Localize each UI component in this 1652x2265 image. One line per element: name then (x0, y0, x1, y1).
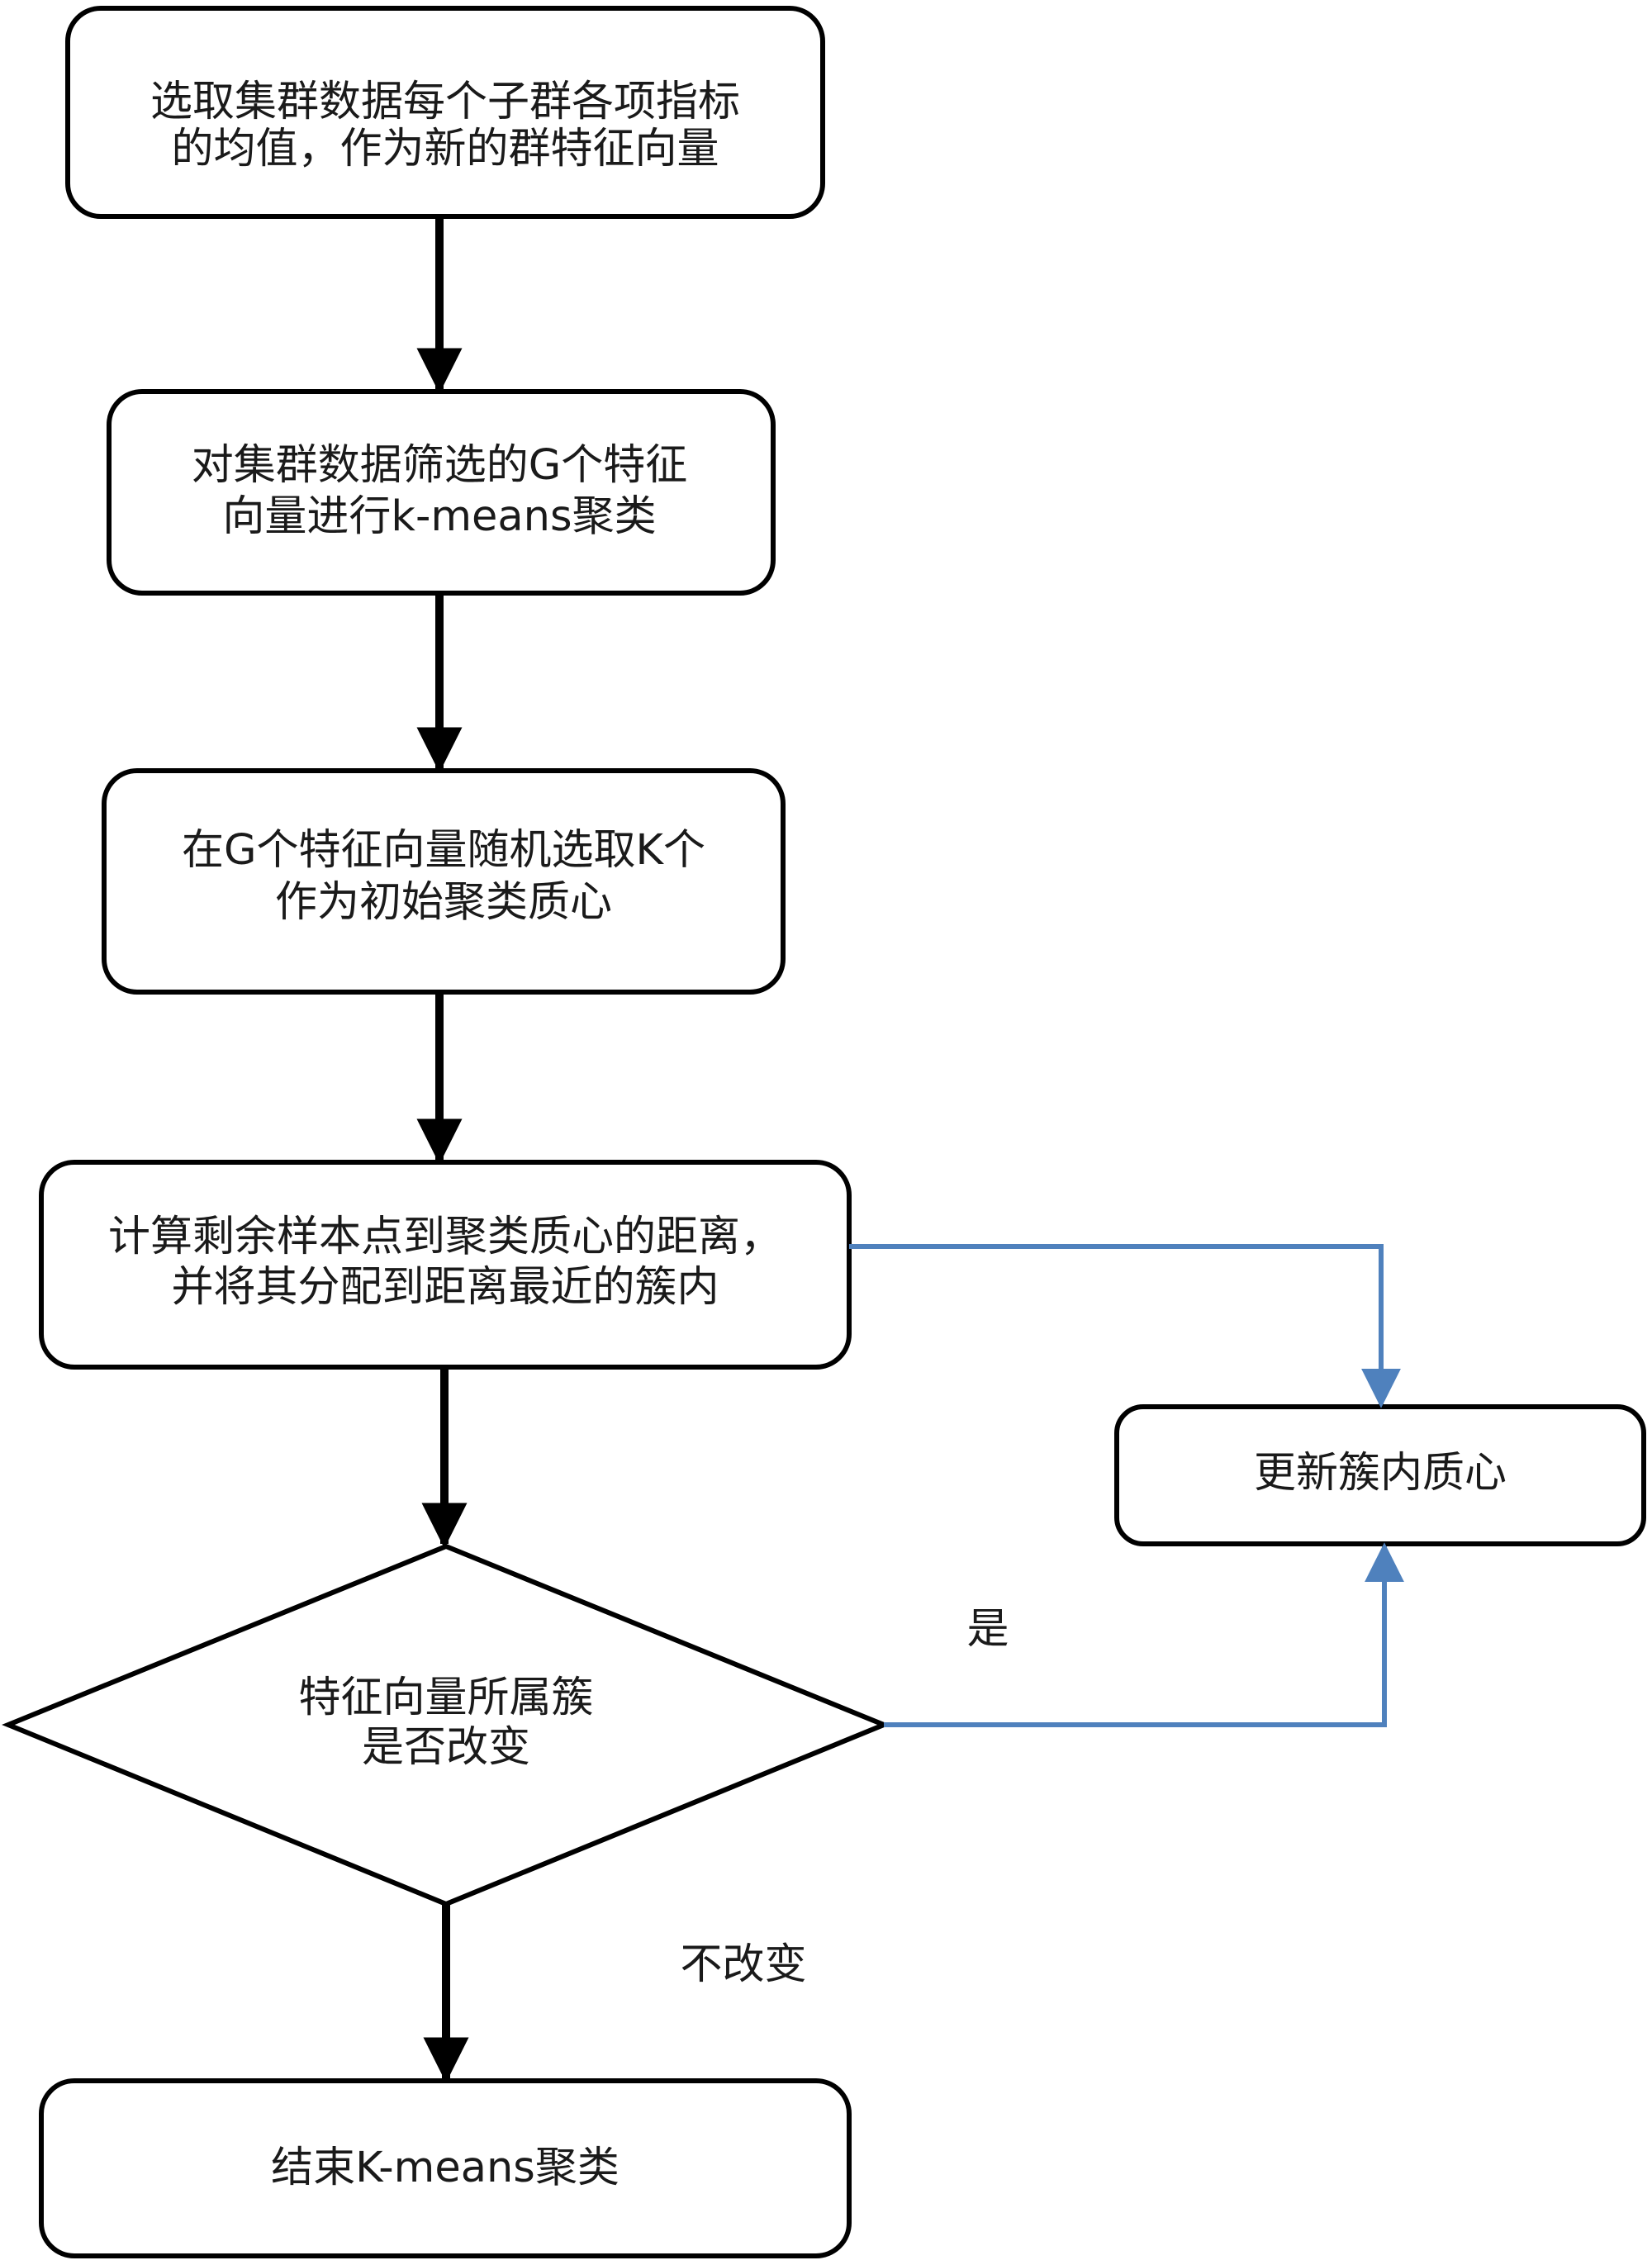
decision-label-line2: 是否改变 (362, 1723, 530, 1772)
step1-box (65, 6, 825, 219)
step3-label-line2: 作为初始聚类质心 (275, 878, 612, 927)
step1-label-line1: 选取集群数据每个子群各项指标 (150, 78, 740, 126)
edge-label-yes: 是 (966, 1605, 1009, 1654)
step3-label-line1: 在G个特征向量随机选取K个 (182, 826, 705, 875)
arrow-decision-to-update (884, 1542, 1404, 1727)
step4-label-line1: 计算剩余样本点到聚类质心的距离， (108, 1213, 782, 1261)
step4-label-line2: 并将其分配到距离最近的簇内 (171, 1263, 719, 1312)
step1-label-line2: 的均值，作为新的群特征向量 (171, 125, 719, 173)
step2-label-line1: 对集群数据筛选的G个特征 (192, 441, 688, 490)
arrow-step4-to-update (849, 1244, 1401, 1408)
decision-label-line1: 特征向量所属簇 (298, 1674, 593, 1722)
step2-label-line2: 向量进行k-means聚类 (222, 492, 656, 541)
update-centroid-label: 更新簇内质心 (1254, 1449, 1507, 1498)
end-label: 结束K-means聚类 (271, 2144, 620, 2192)
edge-label-no-change: 不改变 (680, 1940, 806, 1989)
